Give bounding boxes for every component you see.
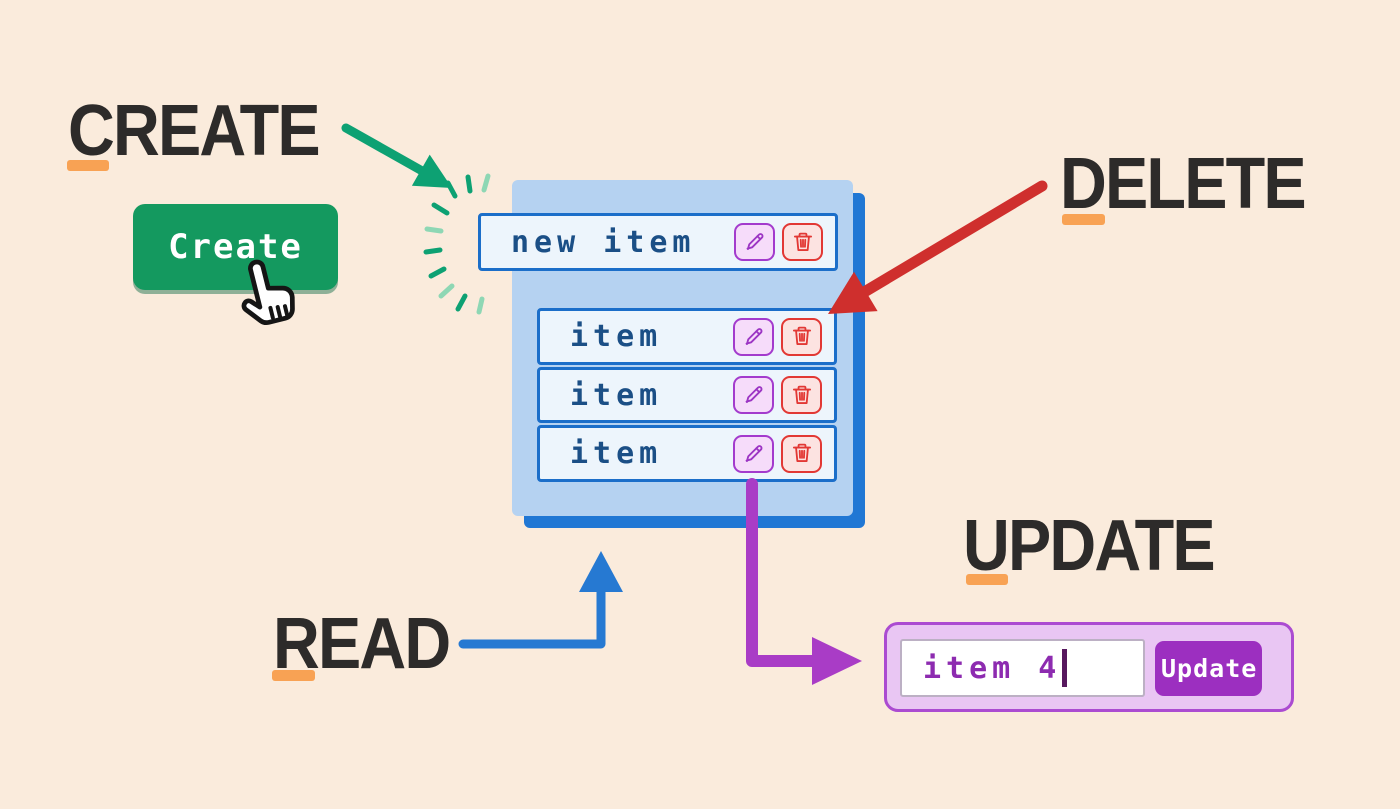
pencil-icon bbox=[741, 441, 767, 467]
cursor-hand-icon bbox=[241, 259, 295, 326]
trash-icon bbox=[789, 440, 815, 467]
read-label: READ bbox=[273, 604, 451, 684]
update-underline bbox=[966, 574, 1008, 585]
delete-underline bbox=[1062, 214, 1105, 225]
read-arrow-icon bbox=[458, 551, 623, 649]
edit-button[interactable] bbox=[733, 434, 774, 473]
update-label: UPDATE bbox=[963, 506, 1216, 586]
edit-button[interactable] bbox=[733, 376, 774, 414]
pencil-icon bbox=[741, 382, 767, 408]
delete-button[interactable] bbox=[782, 223, 823, 261]
list-item: item bbox=[537, 367, 837, 423]
list-item-new: new item bbox=[478, 213, 838, 271]
create-label: CREATE bbox=[68, 91, 321, 171]
trash-icon bbox=[789, 323, 815, 350]
list-item-label: item bbox=[570, 377, 663, 413]
delete-label: DELETE bbox=[1060, 144, 1307, 224]
edit-button[interactable] bbox=[733, 317, 774, 356]
text-caret bbox=[1062, 649, 1068, 687]
update-input[interactable]: item 4 bbox=[900, 639, 1145, 697]
read-underline bbox=[272, 670, 315, 681]
list-item-label: new item bbox=[511, 224, 696, 260]
list-item-label: item bbox=[570, 436, 663, 471]
update-button[interactable]: Update bbox=[1155, 641, 1262, 696]
create-button[interactable]: Create bbox=[133, 204, 338, 290]
trash-icon bbox=[789, 382, 815, 409]
pencil-icon bbox=[742, 229, 768, 255]
trash-icon bbox=[790, 229, 816, 256]
update-form: item 4 Update bbox=[884, 622, 1294, 712]
edit-button[interactable] bbox=[734, 223, 775, 261]
create-underline bbox=[67, 160, 109, 171]
pencil-icon bbox=[741, 324, 767, 350]
delete-button[interactable] bbox=[781, 434, 822, 473]
create-arrow-icon bbox=[341, 123, 452, 188]
list-item: item bbox=[537, 425, 837, 482]
list-item-label: item bbox=[570, 319, 663, 354]
update-input-value: item 4 bbox=[923, 650, 1062, 686]
delete-button[interactable] bbox=[781, 376, 822, 414]
delete-button[interactable] bbox=[781, 317, 822, 356]
list-item: item bbox=[537, 308, 837, 365]
